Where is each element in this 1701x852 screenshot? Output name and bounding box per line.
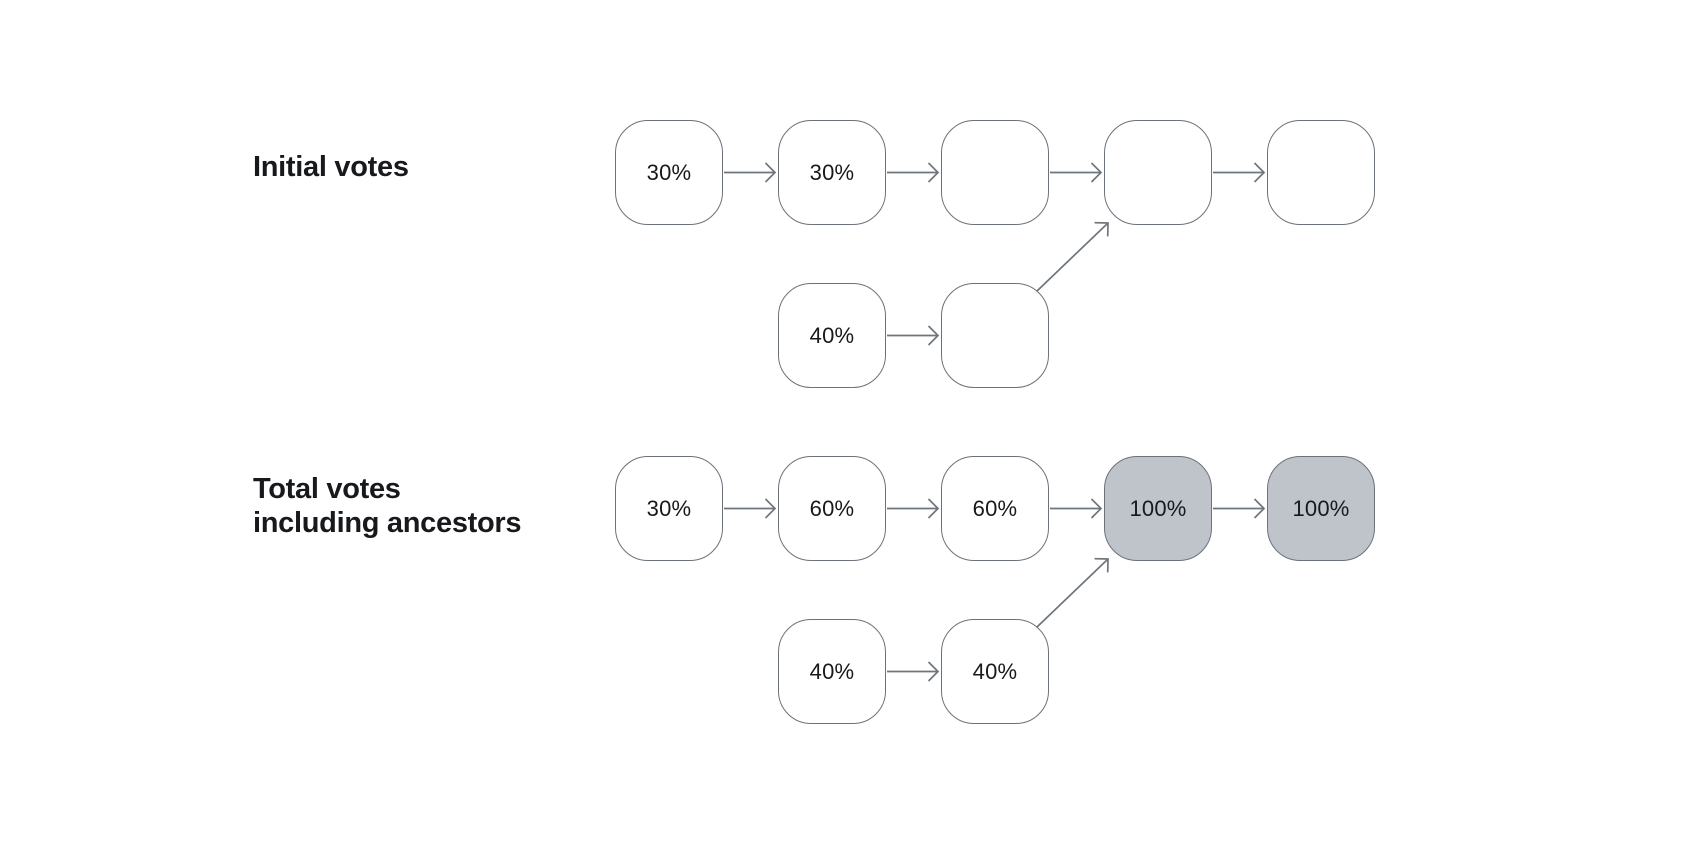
- fork-node: 40%: [778, 283, 886, 388]
- chain-node: 30%: [615, 120, 723, 225]
- fork-node: 40%: [941, 619, 1049, 724]
- section-label-line: Total votes: [253, 473, 401, 505]
- section-label-initial-votes: Initial votes: [253, 150, 409, 184]
- chain-node: 60%: [941, 456, 1049, 561]
- merge-arrow: [1036, 557, 1109, 628]
- node-value: 40%: [809, 658, 855, 684]
- node-value: 60%: [809, 495, 855, 521]
- fork-node: 40%: [778, 619, 886, 724]
- chain-node-highlighted: 100%: [1267, 456, 1375, 561]
- node-value: 100%: [1129, 495, 1187, 521]
- node-value: 60%: [972, 495, 1018, 521]
- chain-node: 30%: [615, 456, 723, 561]
- merge-arrow: [1036, 221, 1109, 292]
- chain-node: [1267, 120, 1375, 225]
- fork-node: [941, 283, 1049, 388]
- chain-node: [941, 120, 1049, 225]
- chain-node: [1104, 120, 1212, 225]
- node-value: 100%: [1292, 495, 1350, 521]
- chain-node-highlighted: 100%: [1104, 456, 1212, 561]
- node-value: 30%: [646, 495, 692, 521]
- chain-node: 60%: [778, 456, 886, 561]
- node-value: 40%: [972, 658, 1018, 684]
- section-label-line: Initial votes: [253, 151, 409, 183]
- chain-node: 30%: [778, 120, 886, 225]
- node-value: 30%: [646, 159, 692, 185]
- section-label-line: including ancestors: [253, 507, 522, 539]
- node-value: 40%: [809, 322, 855, 348]
- section-label-total-votes: Total votes including ancestors: [253, 472, 522, 540]
- node-value: 30%: [809, 159, 855, 185]
